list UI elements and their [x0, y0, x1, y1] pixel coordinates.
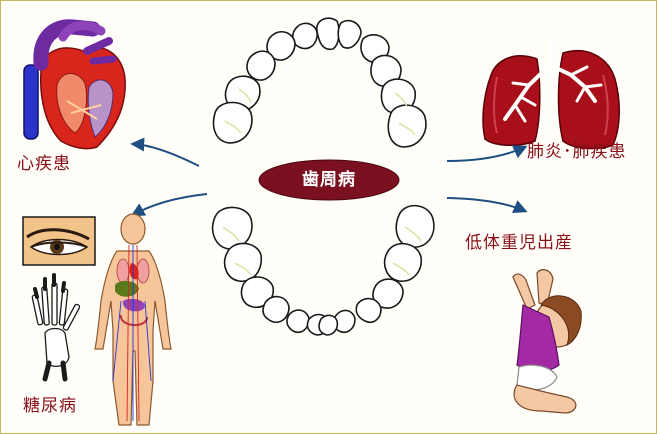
upper-teeth-arch — [212, 17, 427, 148]
arrow-to-birth — [446, 197, 528, 214]
label-heart-disease: 心疾患 — [17, 154, 71, 174]
arrow-to-heart — [130, 137, 200, 167]
arrow-to-diabetes — [130, 193, 208, 217]
center-ellipse — [258, 159, 400, 201]
lungs-illustration — [482, 36, 621, 150]
hand-skeleton-illustration — [31, 273, 81, 382]
label-periodontal-disease: 歯周病 — [302, 170, 356, 190]
baby-illustration — [512, 269, 582, 414]
heart-illustration — [23, 19, 126, 150]
label-low-birth-weight: 低体重児出産 — [465, 233, 573, 253]
lower-teeth-arch — [211, 204, 435, 336]
arrow-to-lung — [446, 145, 528, 162]
label-lung-disease: 肺炎･肺疾患 — [527, 142, 627, 162]
label-diabetes: 糖尿病 — [23, 396, 77, 416]
human-body-illustration — [94, 213, 172, 426]
eye-illustration — [22, 216, 96, 266]
